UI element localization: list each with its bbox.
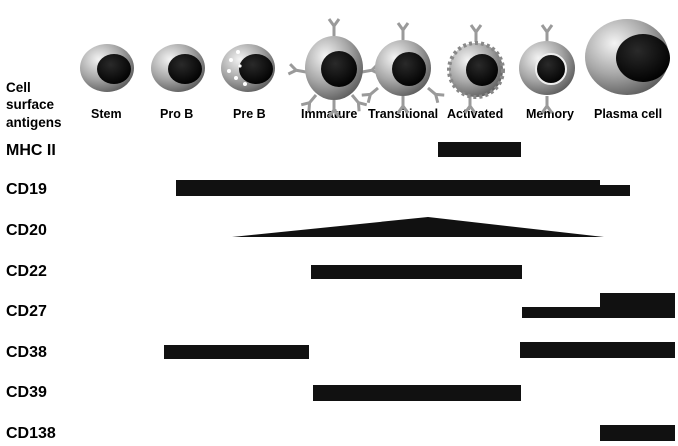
- plasma-cell-icon: [585, 19, 670, 95]
- stage-label-activated: Activated: [447, 107, 504, 121]
- header-label-line-3: antigens: [6, 115, 62, 130]
- cd19-bar: [176, 180, 630, 196]
- antigen-label-mhc-ii: MHC II: [6, 142, 56, 159]
- activated-b-cell-icon: [447, 23, 505, 115]
- antigen-label-cd20: CD20: [6, 222, 47, 239]
- cd22-bar: [311, 265, 522, 279]
- antigen-label-cd138: CD138: [6, 425, 56, 442]
- stage-label-plasma-cell: Plasma cell: [594, 107, 663, 121]
- stage-label-transitional: Transitional: [368, 107, 439, 121]
- antigen-label-cd39: CD39: [6, 384, 47, 401]
- header-label-line-1: Cell: [6, 80, 31, 95]
- cd138-bar: [600, 425, 675, 441]
- antigen-label-cd27: CD27: [6, 303, 47, 320]
- antigen-label-cd38: CD38: [6, 344, 47, 361]
- stage-label-memory: Memory: [526, 107, 574, 121]
- transitional-b-cell-icon: [360, 21, 446, 115]
- cd27-bar: [522, 293, 675, 318]
- cd20-wedge: [232, 217, 604, 237]
- cd39-bar: [313, 385, 521, 401]
- antigen-label-cd22: CD22: [6, 263, 47, 280]
- stem-cell-icon: [80, 44, 134, 92]
- mhc-ii-bar: [438, 142, 521, 157]
- stage-label-stem: Stem: [91, 107, 122, 121]
- stage-label-pro-b: Pro B: [160, 107, 194, 121]
- stage-label-pre-b: Pre B: [233, 107, 266, 121]
- antigen-label-cd19: CD19: [6, 181, 47, 198]
- stage-label-immature: Immature: [301, 107, 358, 121]
- memory-b-cell-icon: [519, 23, 575, 115]
- header-label-line-2: surface: [6, 97, 55, 112]
- cd38-bar: [164, 342, 675, 359]
- pre-b-cell-icon: [221, 44, 275, 92]
- immature-b-cell-icon: [286, 17, 382, 119]
- pro-b-cell-icon: [151, 44, 205, 92]
